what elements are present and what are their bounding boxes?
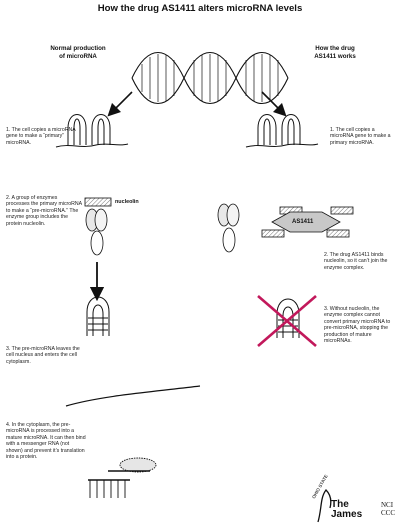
osu-figure-icon	[317, 489, 332, 523]
left-step-1: 1. The cell copies a microRNA gene to ma…	[6, 127, 76, 146]
dna-helix-icon	[131, 51, 289, 105]
nucleolin-label: nucleolin	[115, 199, 139, 205]
james-logo: The James	[331, 500, 362, 520]
arrow-right-icon	[261, 91, 287, 117]
right-step-1: 1. The cell copies a microRNA gene to ma…	[330, 127, 391, 146]
left-step-3: 3. The pre-microRNA leaves the cell nucl…	[6, 346, 80, 365]
primary-microrna-right-icon	[245, 114, 319, 148]
james-logo-line2: James	[331, 509, 363, 520]
diagram-title: How the drug AS1411 alters microRNA leve…	[97, 3, 303, 14]
enzyme-complex-right-icon	[217, 203, 240, 253]
left-step-2: 2. A group of enzymes processes the prim…	[6, 195, 82, 227]
right-step-3: 3. Without nucleolin, the enzyme complex…	[324, 306, 391, 345]
enzyme-complex-left-icon	[84, 197, 112, 256]
mature-microrna-icon	[88, 457, 157, 498]
arrow-left-icon	[107, 91, 133, 117]
left-step-4: 4. In the cytoplasm, the pre-microRNA is…	[6, 422, 86, 461]
james-logo-line1: The	[331, 499, 349, 510]
block-cross-icon	[257, 295, 317, 347]
nucleus-membrane-icon	[65, 385, 201, 407]
primary-microrna-left-icon	[55, 114, 129, 148]
right-step-2: 2. The drug AS1411 binds nucleolin, so i…	[324, 252, 388, 271]
pre-microrna-left-icon	[86, 296, 110, 336]
as1411-nucleolin-icon	[261, 206, 354, 238]
drug-label: AS1411	[292, 219, 314, 225]
nci-ccc-logo: NCI CCC	[381, 501, 396, 517]
left-column-heading: Normal production of microRNA	[50, 45, 106, 60]
right-column-heading: How the drug AS1411 works	[314, 45, 356, 60]
